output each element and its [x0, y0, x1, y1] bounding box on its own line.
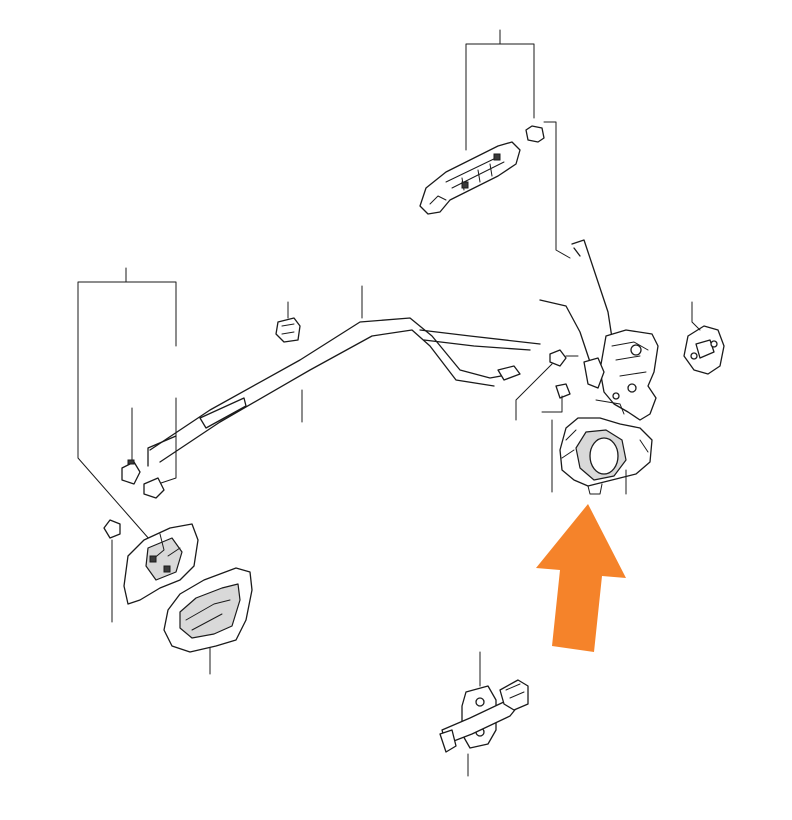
lock-rod — [555, 167, 613, 339]
door-lock-actuator — [539, 299, 659, 495]
inside-door-handle — [163, 567, 253, 675]
cable-clip — [275, 301, 301, 343]
door-check-link — [439, 651, 529, 777]
outside-handle-callout — [465, 29, 535, 151]
outside-door-handle — [419, 141, 521, 215]
striker — [683, 301, 725, 375]
inside-handle-clip — [103, 519, 121, 623]
inside-handle-bracket — [123, 523, 199, 605]
outside-handle-bolt — [525, 121, 557, 169]
lock-cables — [149, 285, 541, 463]
latch-screw — [541, 383, 571, 413]
rod-clips — [121, 397, 177, 499]
latch-nut — [515, 349, 579, 421]
inside-handle-callout — [77, 267, 177, 541]
highlight-arrow — [536, 504, 626, 652]
